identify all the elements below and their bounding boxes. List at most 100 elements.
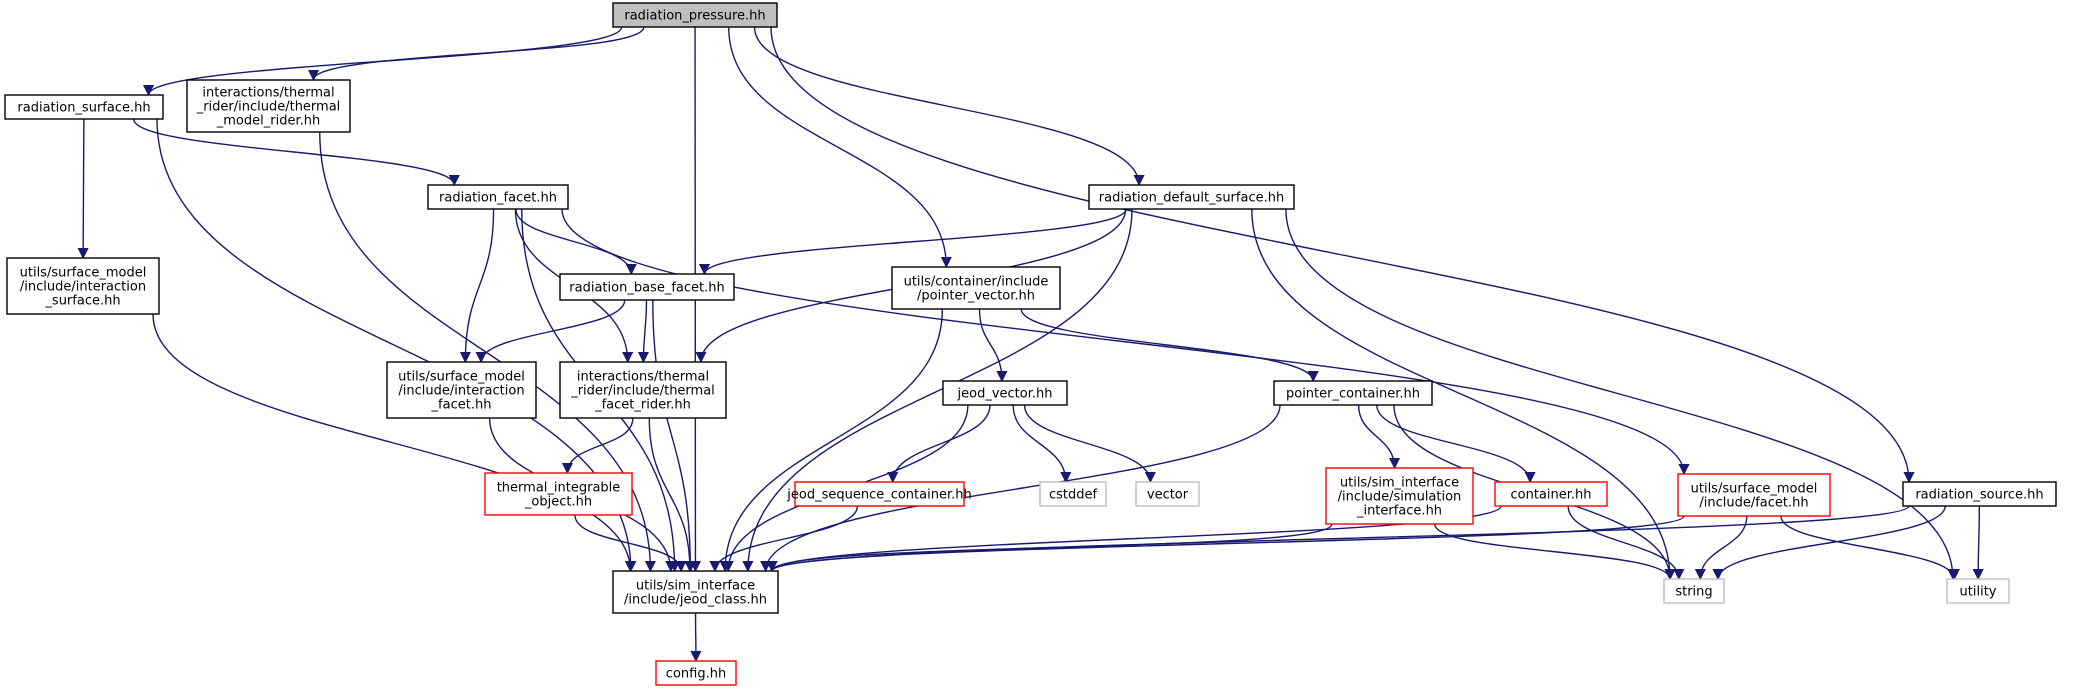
edge-radiation_facet-to-interaction_facet (459, 208, 495, 364)
edge-radiation_source-to-string (1712, 505, 1946, 581)
node-simulation-interface[interactable]: utils/sim_interface/include/simulation_i… (1325, 467, 1474, 525)
node-radiation-surface[interactable]: radiation_surface.hh (4, 94, 164, 120)
edge-radiation_facet-to-radiation_base_facet (515, 208, 637, 276)
edge-radiation_default_surface-to-jeod_class (742, 208, 1133, 573)
edge-container-to-string (1567, 505, 1685, 581)
edge-interaction_surface-to-jeod_class (152, 313, 636, 573)
edge-jeod_vector-to-vector (1023, 404, 1156, 484)
node-cstddef[interactable]: cstddef (1039, 481, 1107, 507)
edge-radiation_default_surface-to-string (1251, 208, 1676, 581)
edge-jeod_vector-to-jeod_sequence_container (887, 404, 991, 484)
node-label: config.hh (666, 667, 726, 682)
edge-pointer_container-to-jeod_class (760, 404, 1281, 573)
node-box (612, 2, 778, 28)
node-box (1325, 467, 1474, 525)
edge-radiation_surface-to-interaction_surface (77, 118, 89, 260)
node-box (1039, 481, 1107, 507)
edge-thermal_facet_rider-to-thermal_integrable_object (561, 417, 634, 475)
node-facet[interactable]: utils/surface_model/include/facet.hh (1677, 473, 1831, 517)
node-label: radiation_surface.hh (17, 101, 150, 116)
node-interaction-facet[interactable]: utils/surface_model/include/interaction_… (386, 361, 537, 419)
edge-radiation_source-to-utility (1972, 505, 1984, 581)
edge-thermal_integrable_object-to-jeod_class (574, 514, 687, 573)
node-label: _interface.hh (1356, 504, 1442, 519)
edge-pointer_container-to-container (1376, 404, 1536, 484)
node-label: _rider/include/thermal (570, 384, 715, 399)
node-label: _rider/include/thermal (196, 100, 341, 115)
node-radiation-facet[interactable]: radiation_facet.hh (427, 184, 569, 210)
node-thermal-facet-rider[interactable]: interactions/thermal_rider/include/therm… (559, 361, 727, 419)
node-pointer-vector[interactable]: utils/container/include/pointer_vector.h… (891, 266, 1061, 310)
node-label: utility (1960, 585, 1997, 600)
node-box (1902, 481, 2057, 507)
node-label: interactions/thermal (577, 370, 709, 385)
node-box (891, 266, 1061, 310)
node-interaction-surface[interactable]: utils/surface_model/include/interaction_… (6, 257, 160, 315)
node-label: cstddef (1049, 488, 1098, 503)
edges (77, 26, 1984, 663)
node-label: container.hh (1510, 488, 1591, 503)
node-jeod-class[interactable]: utils/sim_interface/include/jeod_class.h… (612, 570, 779, 614)
node-box (1946, 578, 2010, 604)
node-label: pointer_container.hh (1286, 387, 1420, 402)
node-config[interactable]: config.hh (655, 660, 737, 686)
node-thermal-model-rider[interactable]: interactions/thermal_rider/include/therm… (186, 79, 351, 133)
node-label: _model_rider.hh (216, 114, 320, 129)
edge-radiation_pressure-to-thermal_model_rider (308, 26, 645, 82)
node-label: thermal_integrable (497, 481, 621, 496)
node-box (427, 184, 569, 210)
node-label: jeod_sequence_container.hh (786, 488, 971, 503)
node-box (1663, 578, 1725, 604)
node-label: _surface.hh (44, 294, 120, 309)
edge-radiation_base_facet-to-interaction_facet (475, 299, 626, 364)
node-label: /include/simulation (1338, 490, 1462, 505)
node-string[interactable]: string (1663, 578, 1725, 604)
node-radiation-base-facet[interactable]: radiation_base_facet.hh (559, 273, 735, 301)
node-radiation-pressure[interactable]: radiation_pressure.hh (612, 2, 778, 28)
edge-radiation_pressure-to-radiation_default_surface (753, 26, 1145, 187)
node-label: utils/sim_interface (1340, 476, 1459, 491)
node-label: _facet_rider.hh (594, 398, 691, 413)
node-container[interactable]: container.hh (1494, 481, 1608, 507)
node-label: utils/surface_model (398, 370, 525, 385)
edge-radiation_facet-to-facet (561, 208, 1690, 476)
edge-radiation_pressure-to-pointer_vector (728, 26, 952, 269)
node-box (1135, 481, 1200, 507)
edge-simulation_interface-to-string (1434, 523, 1676, 581)
node-label: /include/jeod_class.hh (624, 593, 767, 608)
node-label: /include/interaction (20, 280, 146, 295)
node-box (186, 79, 351, 133)
edge-radiation_source-to-jeod_class (766, 505, 1910, 573)
node-box (559, 361, 727, 419)
node-box (1494, 481, 1608, 507)
edge-facet-to-jeod_class (766, 515, 1685, 573)
node-jeod-sequence-container[interactable]: jeod_sequence_container.hh (786, 481, 972, 507)
edge-pointer_container-to-simulation_interface (1357, 404, 1401, 470)
edge-facet-to-utility (1780, 515, 1960, 581)
node-label: /pointer_vector.hh (917, 289, 1035, 304)
node-label: utils/surface_model (1691, 482, 1818, 497)
edge-radiation_default_surface-to-utility (1285, 208, 1959, 581)
node-box (484, 472, 633, 516)
node-thermal-integrable-object[interactable]: thermal_integrable_object.hh (484, 472, 633, 516)
node-radiation-source[interactable]: radiation_source.hh (1902, 481, 2057, 507)
node-box (794, 481, 965, 507)
edge-pointer_vector-to-pointer_container (1020, 308, 1319, 383)
node-label: interactions/thermal (202, 86, 334, 101)
node-vector[interactable]: vector (1135, 481, 1200, 507)
node-jeod-vector[interactable]: jeod_vector.hh (942, 380, 1068, 406)
node-box (6, 257, 160, 315)
node-radiation-default-surface[interactable]: radiation_default_surface.hh (1088, 184, 1295, 210)
node-label: /include/facet.hh (1699, 496, 1808, 511)
edge-radiation_surface-to-radiation_facet (132, 118, 460, 187)
node-box (4, 94, 164, 120)
node-label: _facet.hh (431, 398, 492, 413)
node-label: vector (1147, 488, 1189, 503)
node-utility[interactable]: utility (1946, 578, 2010, 604)
node-label: radiation_source.hh (1915, 488, 2043, 503)
node-label: utils/surface_model (20, 266, 147, 281)
node-pointer-container[interactable]: pointer_container.hh (1273, 380, 1433, 406)
node-label: radiation_pressure.hh (624, 9, 765, 24)
edge-jeod_vector-to-cstddef (1012, 404, 1072, 484)
